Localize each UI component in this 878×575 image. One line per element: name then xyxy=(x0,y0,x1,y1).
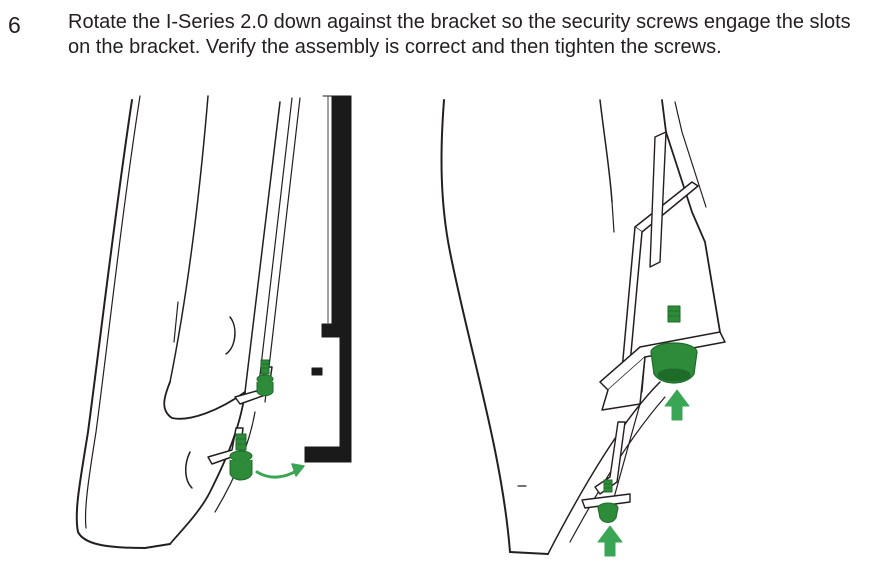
upper-bracket-plate xyxy=(619,131,699,398)
curved-arrow-icon xyxy=(255,463,305,479)
lower-security-screw xyxy=(229,433,253,481)
lower-security-screw xyxy=(597,479,619,523)
up-arrow-icon xyxy=(664,389,690,421)
illustration-after-rotation xyxy=(430,92,878,575)
wall-bracket xyxy=(304,95,352,463)
device-shell xyxy=(75,95,301,549)
upper-security-screw xyxy=(650,305,698,384)
step-number: 6 xyxy=(8,12,21,38)
upper-security-screw xyxy=(256,359,274,397)
up-arrow-icon xyxy=(597,525,623,557)
device-shell xyxy=(440,99,721,555)
illustration-before-rotation xyxy=(60,92,420,575)
bracket-assembly xyxy=(581,331,726,513)
step-instruction: Rotate the I-Series 2.0 down against the… xyxy=(68,11,851,58)
